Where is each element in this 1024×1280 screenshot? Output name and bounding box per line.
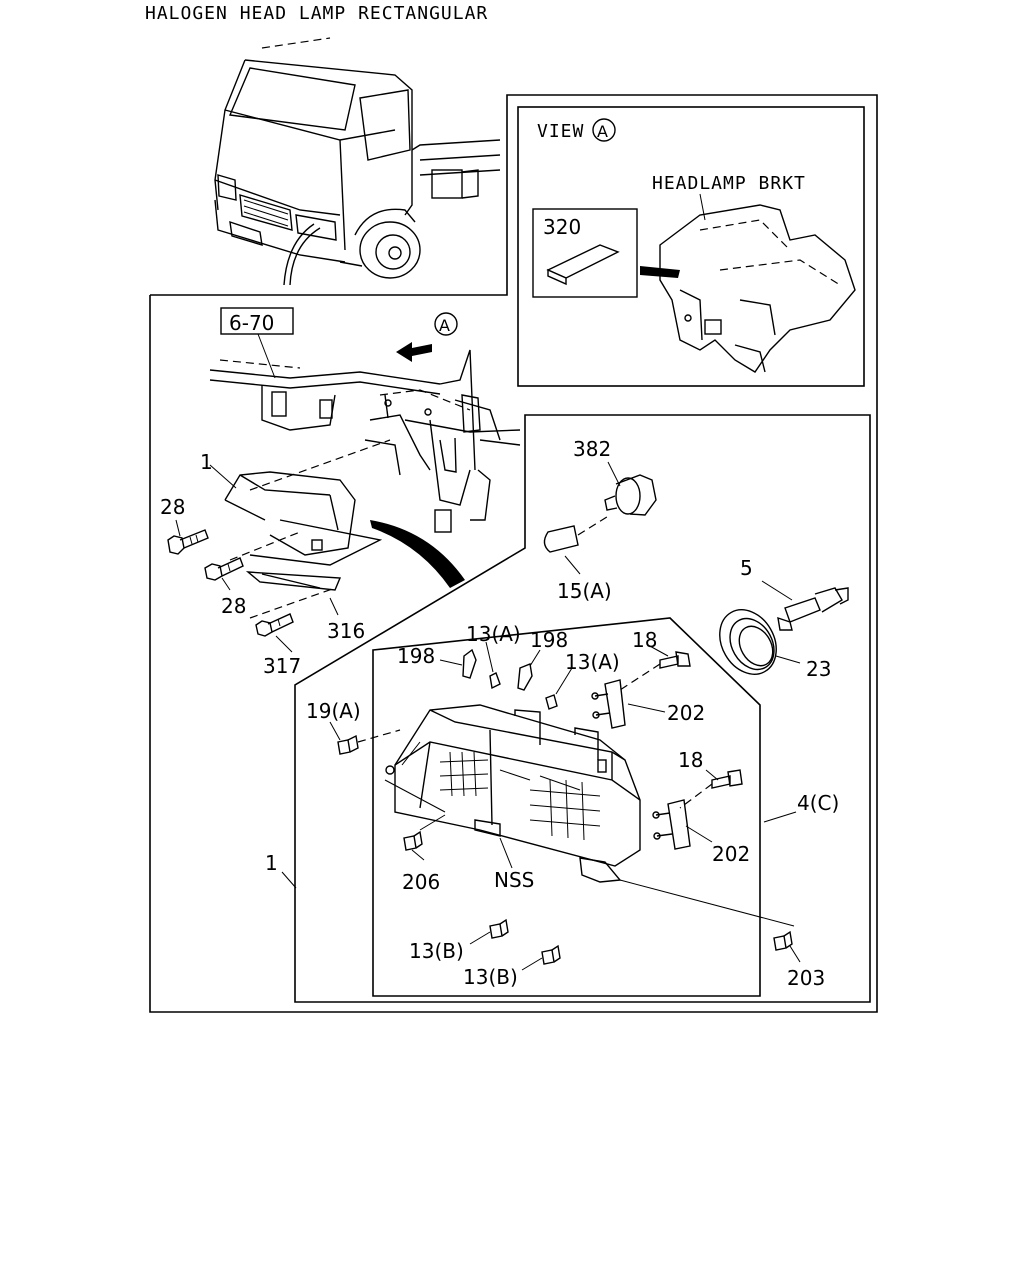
callout-206: 206 (402, 870, 440, 894)
headlamp-bracket-label: HEADLAMP BRKT (652, 173, 806, 194)
callout-317: 317 (263, 654, 301, 678)
callout-5: 5 (740, 556, 753, 580)
ring-23 (719, 609, 777, 675)
callout-13a-1: 13(A) (466, 622, 521, 646)
callout-4c: 4(C) (797, 791, 839, 815)
truck-illustration (214, 37, 501, 286)
lamp-assembly-frame (294, 414, 871, 1003)
callout-13b-2: 13(B) (463, 965, 518, 989)
clip-13a-lower (545, 694, 558, 710)
ref-box-6-70 (220, 307, 294, 335)
callout-nss: NSS (494, 868, 534, 892)
callout-203: 203 (787, 966, 825, 990)
callout-19a: 19(A) (306, 699, 361, 723)
bracket-202-upper (591, 679, 626, 729)
headlamp-unit (385, 704, 641, 883)
bolt-317 (255, 613, 294, 637)
clip-13a-upper (489, 672, 501, 690)
bolt-18-lower (679, 769, 743, 809)
part-320-pad (546, 244, 620, 286)
nut-13b-lower (541, 944, 561, 965)
callout-13b-1: 13(B) (409, 939, 464, 963)
callout-13a-2: 13(A) (565, 650, 620, 674)
callout-15a: 15(A) (557, 579, 612, 603)
bracket-assembly-drawing (224, 439, 391, 619)
callout-198-1: 198 (397, 644, 435, 668)
ref-box-6-70-label: 6-70 (229, 311, 274, 335)
bracket-202-lower (652, 799, 691, 850)
outer-frame (149, 94, 878, 1013)
callout-382: 382 (573, 437, 611, 461)
bolt-18-upper (619, 651, 691, 691)
callout-202-1: 202 (667, 701, 705, 725)
callout-18-1: 18 (632, 628, 657, 652)
nut-203 (773, 930, 793, 951)
callout-28-a: 28 (160, 495, 185, 519)
clip-198-right (517, 663, 533, 691)
view-a-marker: A (592, 118, 616, 142)
part-320-label: 320 (543, 215, 581, 239)
diagram-title: HALOGEN HEAD LAMP RECTANGULAR (145, 3, 489, 24)
view-a-marker-letter: A (597, 122, 608, 141)
callout-202-2: 202 (712, 842, 750, 866)
callout-1-side: 1 (265, 851, 278, 875)
large-arrow (370, 520, 465, 588)
nut-206 (403, 814, 446, 851)
callout-1-top: 1 (200, 450, 213, 474)
frame-rail-drawing (209, 349, 521, 533)
arrow-a-marker: A (396, 312, 458, 362)
callout-316: 316 (327, 619, 365, 643)
callout-18-2: 18 (678, 748, 703, 772)
callout-23: 23 (806, 657, 831, 681)
view-a-frame (517, 106, 865, 387)
bulb-5 (777, 587, 849, 631)
part-320-box (532, 208, 638, 298)
bolt-28-upper (167, 529, 209, 555)
view-a-heading: VIEW (537, 121, 584, 142)
callout-198-2: 198 (530, 628, 568, 652)
headlamp-bracket-drawing (659, 204, 856, 373)
bolt-28-lower (204, 557, 244, 581)
callout-28-b: 28 (221, 594, 246, 618)
bulb-15a (543, 514, 611, 553)
clip-198-left (462, 648, 477, 679)
arrow-a-letter: A (439, 316, 450, 335)
nut-13b-upper (489, 918, 509, 939)
socket-382 (604, 474, 657, 516)
nut-19a (337, 729, 401, 755)
lamp-inner-frame (372, 617, 761, 997)
